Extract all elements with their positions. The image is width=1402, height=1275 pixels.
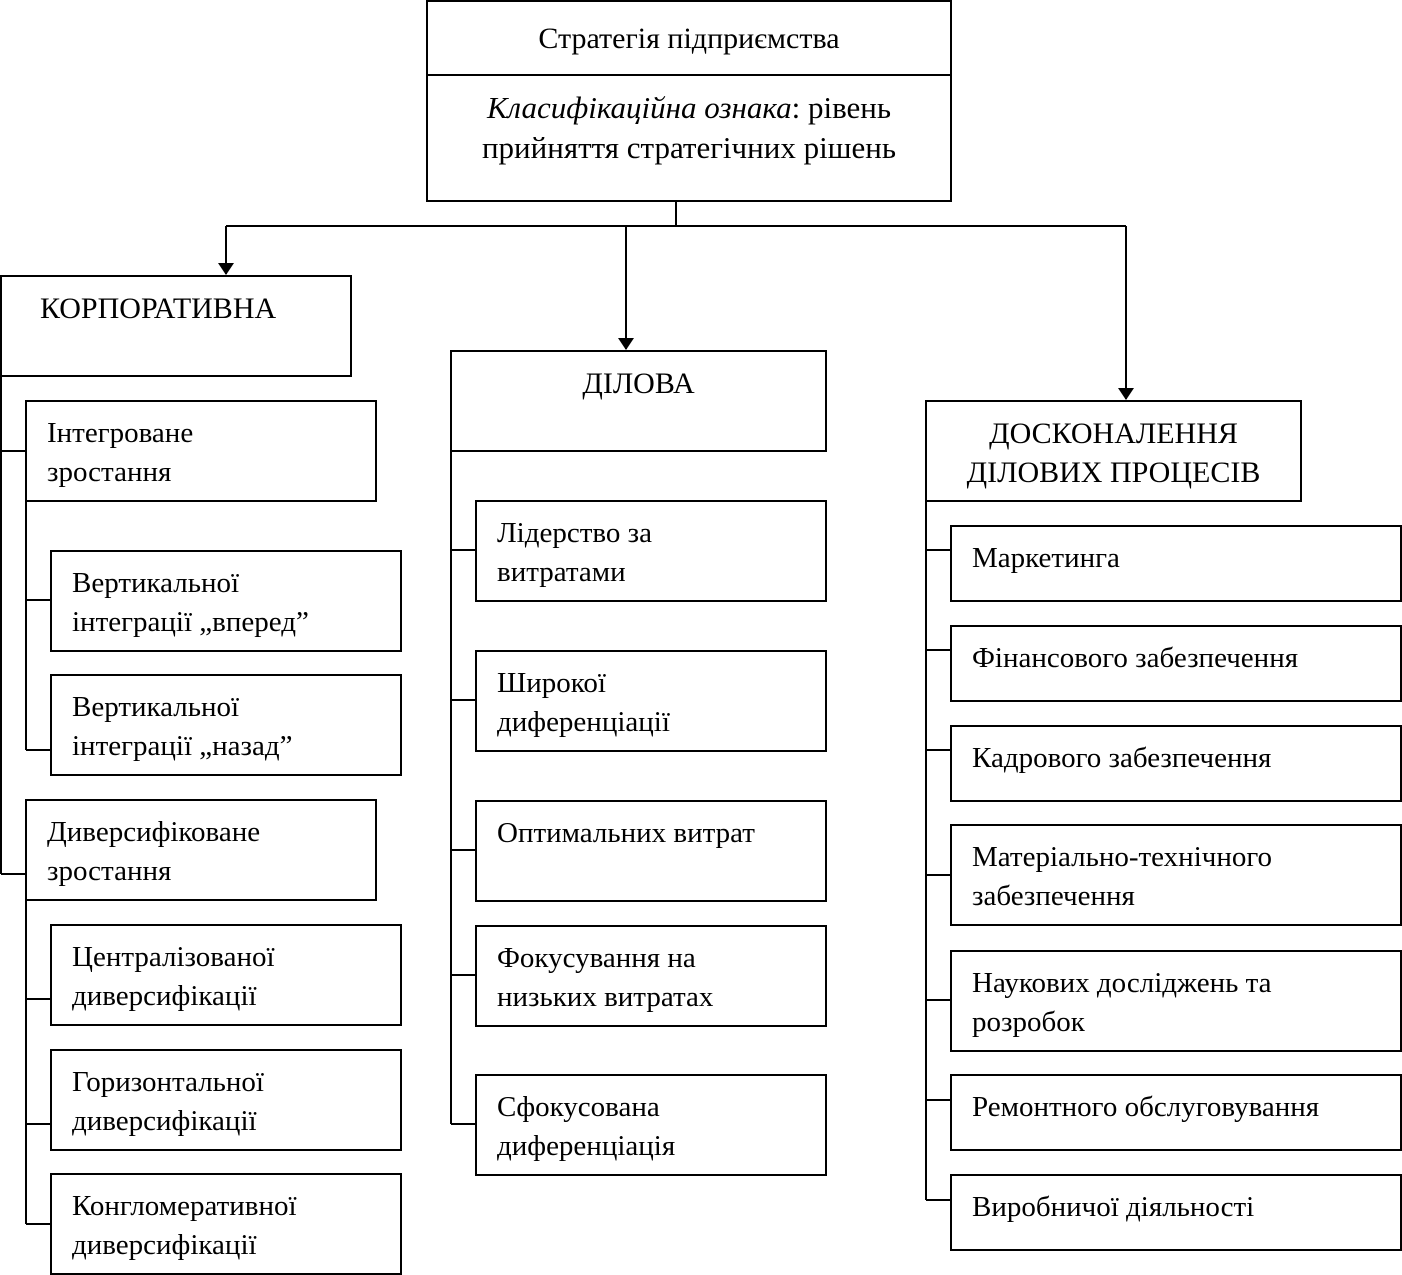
repair-service-box: Ремонтного обслуговування [950, 1074, 1402, 1151]
optimal-cost-box: Оптимальних витрат [475, 800, 827, 902]
integrated-growth-label: Інтегроване зростання [47, 417, 194, 488]
research-development-box: Наукових досліджень та розробок [950, 950, 1402, 1052]
business-title: ДІЛОВА [582, 367, 695, 400]
integrated-growth-box: Інтегроване зростання [25, 400, 377, 502]
financial-support-box: Фінансового забезпечення [950, 625, 1402, 702]
cost-leadership-label: Лідерство за витратами [497, 517, 652, 588]
process-box: ДОСКОНАЛЕННЯ ДІЛОВИХ ПРОЦЕСІВ [925, 400, 1302, 502]
root-box: Стратегія підприємства Класифікаційна оз… [426, 0, 952, 202]
hr-support-box: Кадрового забезпечення [950, 725, 1402, 802]
focused-low-cost-box: Фокусування на низьких витратах [475, 925, 827, 1027]
vertical-backward-label: Вертикальної інтеграції „назад” [72, 691, 293, 762]
criterion-label: Класифікаційна ознака [486, 90, 792, 125]
root-title: Стратегія підприємства [428, 2, 950, 76]
centralized-diversification-label: Централізованої диверсифікації [72, 941, 275, 1012]
horizontal-diversification-label: Горизонтальної диверсифікації [72, 1066, 264, 1137]
business-box: ДІЛОВА [450, 350, 827, 452]
conglomerate-diversification-label: Конгломеративної диверсифікації [72, 1190, 297, 1261]
diversified-growth-label: Диверсифіковане зростання [47, 816, 261, 887]
criterion-value: : рівень прийняття стратегічних рішень [481, 90, 897, 165]
marketing-box: Маркетинга [950, 525, 1402, 602]
centralized-diversification-box: Централізованої диверсифікації [50, 924, 402, 1026]
focused-low-cost-label: Фокусування на низьких витратах [497, 942, 714, 1013]
production-activity-box: Виробничої діяльності [950, 1174, 1402, 1251]
material-technical-label: Матеріально-технічного забезпечення [972, 841, 1273, 912]
research-development-label: Наукових досліджень та розробок [972, 967, 1272, 1038]
material-technical-box: Матеріально-технічного забезпечення [950, 824, 1402, 926]
hr-support-label: Кадрового забезпечення [972, 742, 1272, 774]
vertical-backward-box: Вертикальної інтеграції „назад” [50, 674, 402, 776]
optimal-cost-label: Оптимальних витрат [497, 817, 755, 849]
horizontal-diversification-box: Горизонтальної диверсифікації [50, 1049, 402, 1151]
conglomerate-diversification-box: Конгломеративної диверсифікації [50, 1173, 402, 1275]
broad-differentiation-label: Широкої диференціації [497, 667, 670, 738]
process-title: ДОСКОНАЛЕННЯ ДІЛОВИХ ПРОЦЕСІВ [966, 417, 1261, 489]
focused-differentiation-label: Сфокусована диференціація [497, 1091, 676, 1162]
vertical-forward-box: Вертикальної інтеграції „вперед” [50, 550, 402, 652]
repair-service-label: Ремонтного обслуговування [972, 1091, 1320, 1123]
root-criterion: Класифікаційна ознака: рівень прийняття … [438, 88, 940, 168]
financial-support-label: Фінансового забезпечення [972, 642, 1299, 674]
production-activity-label: Виробничої діяльності [972, 1191, 1255, 1223]
vertical-forward-label: Вертикальної інтеграції „вперед” [72, 567, 309, 638]
cost-leadership-box: Лідерство за витратами [475, 500, 827, 602]
corporate-box: КОРПОРАТИВНА [0, 275, 352, 377]
focused-differentiation-box: Сфокусована диференціація [475, 1074, 827, 1176]
diversified-growth-box: Диверсифіковане зростання [25, 799, 377, 901]
marketing-label: Маркетинга [972, 542, 1120, 574]
corporate-title: КОРПОРАТИВНА [40, 292, 277, 325]
broad-differentiation-box: Широкої диференціації [475, 650, 827, 752]
